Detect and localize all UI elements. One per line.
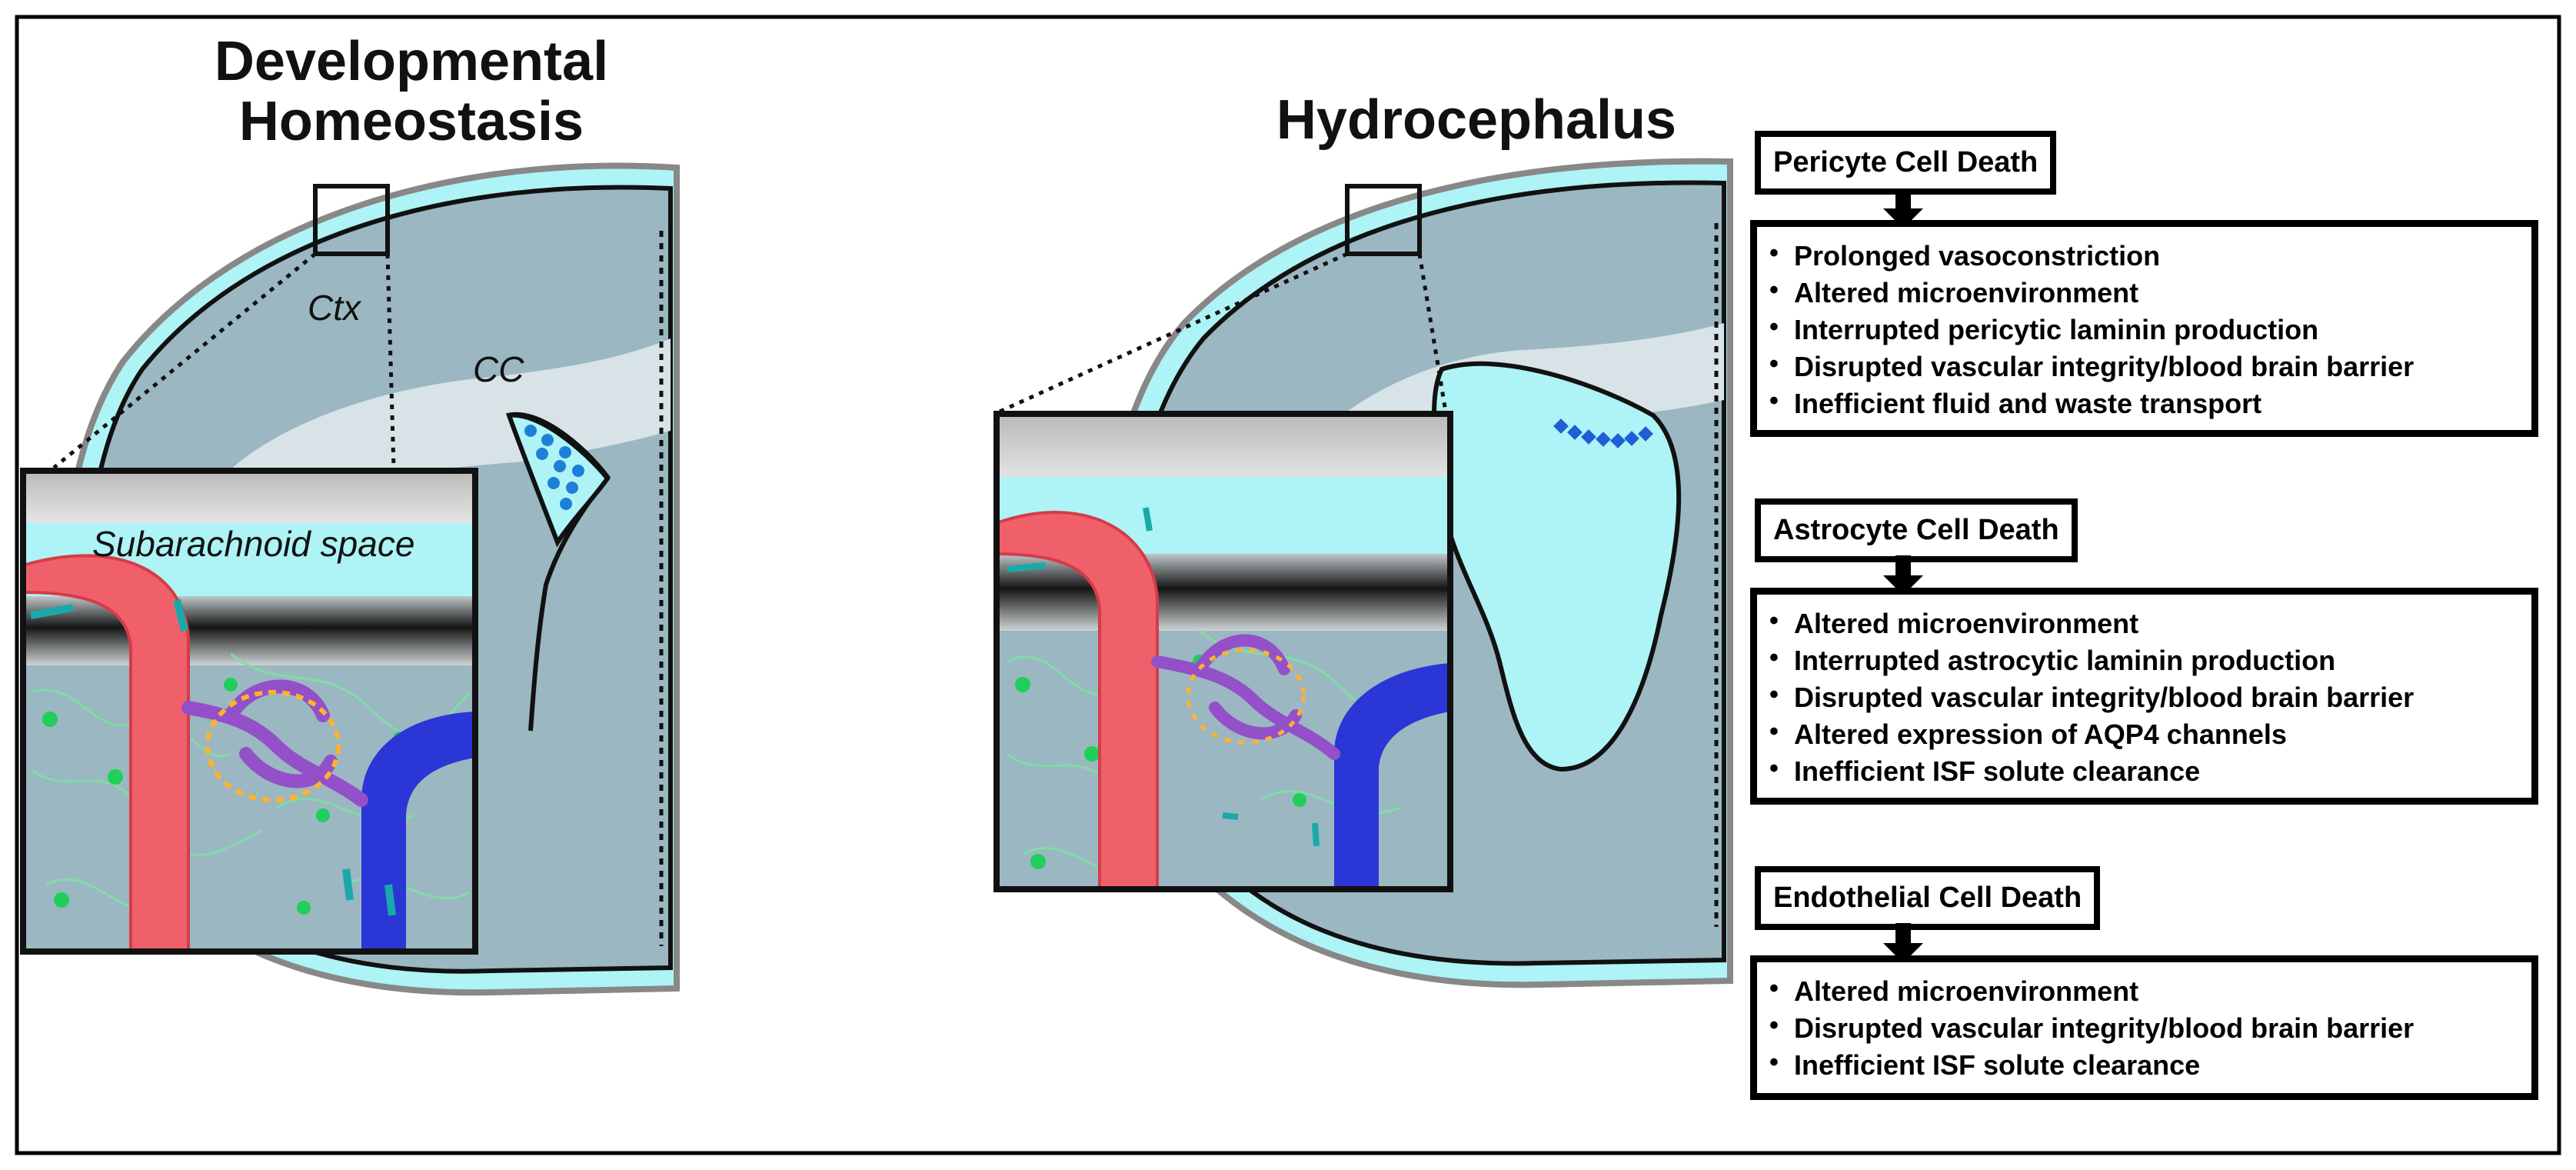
pericyte-header: Pericyte Cell Death [1755,131,2057,195]
label-cc: CC [473,349,524,389]
left-ventricle [505,412,611,548]
list-item: Altered expression of AQP4 channels [1769,713,2518,753]
left-zoom-box [313,184,390,256]
left-ventricle-wall [507,412,611,732]
list-item: Interrupted pericytic laminin production [1769,308,2518,348]
right-zoom-box [1345,184,1422,256]
list-item: Inefficient ISF solute clearance [1769,1044,2518,1084]
list-item: Interrupted astrocytic laminin productio… [1769,639,2518,679]
list-item: Disrupted vascular integrity/blood brain… [1769,345,2518,385]
astrocyte-header: Astrocyte Cell Death [1755,498,2078,562]
outer-frame [15,15,2561,1155]
left-ventricle-cells [524,425,584,510]
left-zoom-line-1 [52,252,317,469]
pericyte-effects-list: Prolonged vasoconstriction Altered micro… [1750,220,2538,437]
list-item: Altered microenvironment [1769,602,2518,642]
left-corpus-callosum [231,338,671,500]
label-ctx: Ctx [308,288,361,328]
left-brain-section [20,162,680,996]
list-item: Altered microenvironment [1769,970,2518,1010]
endothelial-effects-list: Altered microenvironment Disrupted vascu… [1750,955,2538,1100]
right-brain-section [993,158,1733,988]
right-inset-frame [993,411,1453,892]
left-inset [23,471,475,952]
right-zoom-line-2 [1417,253,1448,412]
title-developmental-homeostasis: Developmental Homeostasis [214,31,609,152]
right-inset [997,414,1450,889]
list-item: Disrupted vascular integrity/blood brain… [1769,676,2518,716]
title-hydrocephalus: Hydrocephalus [1276,89,1677,151]
list-item: Inefficient fluid and waste transport [1769,382,2518,422]
astrocyte-effects-list: Altered microenvironment Interrupted ast… [1750,588,2538,805]
list-item: Altered microenvironment [1769,272,2518,312]
list-item: Disrupted vascular integrity/blood brain… [1769,1007,2518,1047]
list-item: Inefficient ISF solute clearance [1769,750,2518,790]
right-ventricle-cells [1553,418,1653,448]
list-item: Prolonged vasoconstriction [1769,235,2518,275]
label-subarachnoid-space: Subarachnoid space [92,524,415,564]
left-zoom-line-2 [385,253,396,468]
left-inset-frame [20,468,478,955]
endothelial-header: Endothelial Cell Death [1755,866,2101,930]
